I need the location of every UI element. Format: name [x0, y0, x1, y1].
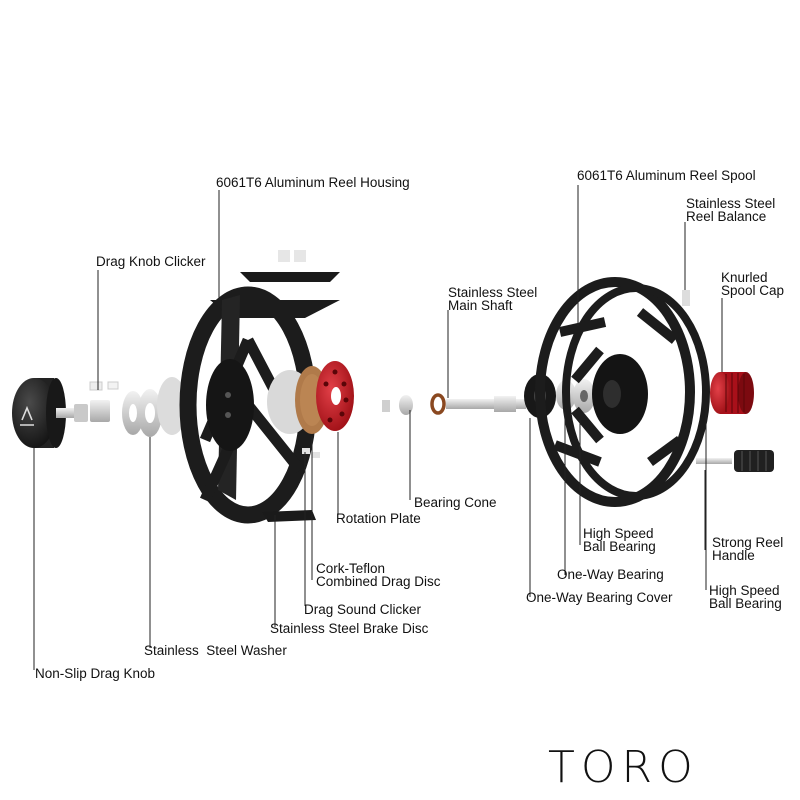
label-brake-disc: Stainless Steel Brake Disc [270, 621, 429, 636]
label-high-speed-bearing-2: High Speed Ball Bearing [709, 583, 782, 611]
steel-washers-part [122, 377, 187, 437]
label-one-way-bearing-cover: One-Way Bearing Cover [526, 590, 673, 605]
label-high-speed-bearing-1: High Speed Ball Bearing [583, 526, 656, 554]
rotation-plate-part [316, 361, 354, 431]
label-reel-balance: Stainless Steel Reel Balance [686, 196, 776, 224]
label-one-way-bearing: One-Way Bearing [557, 567, 664, 582]
label-drag-knob-clicker: Drag Knob Clicker [96, 254, 206, 269]
leader-lines [33, 185, 723, 670]
label-drag-sound-clicker: Drag Sound Clicker [304, 602, 422, 617]
reel-spool-part [535, 277, 710, 507]
drag-knob-clicker-part [89, 381, 119, 422]
label-reel-spool: 6061T6 Aluminum Reel Spool [577, 168, 756, 183]
label-main-shaft: Stainless Steel Main Shaft [448, 285, 538, 313]
reel-handle-part [696, 450, 774, 472]
label-drag-knob: Non-Slip Drag Knob [35, 666, 156, 681]
bearings-part [556, 379, 595, 413]
label-cork-teflon: Cork-Teflon Combined Drag Disc [316, 561, 441, 589]
label-rotation-plate: Rotation Plate [336, 511, 421, 526]
brand-title: TORO [548, 742, 699, 793]
label-reel-handle: Strong Reel Handle [712, 535, 784, 563]
label-bearing-cone: Bearing Cone [414, 495, 497, 510]
label-reel-housing: 6061T6 Aluminum Reel Housing [216, 175, 410, 190]
drag-knob-part [12, 378, 88, 448]
spool-cap-part [710, 372, 754, 414]
drag-sound-clicker-part [302, 448, 320, 458]
label-washer: Stainless Steel Washer [144, 643, 287, 658]
main-shaft-part [382, 393, 526, 415]
label-spool-cap: Knurled Spool Cap [721, 270, 785, 298]
